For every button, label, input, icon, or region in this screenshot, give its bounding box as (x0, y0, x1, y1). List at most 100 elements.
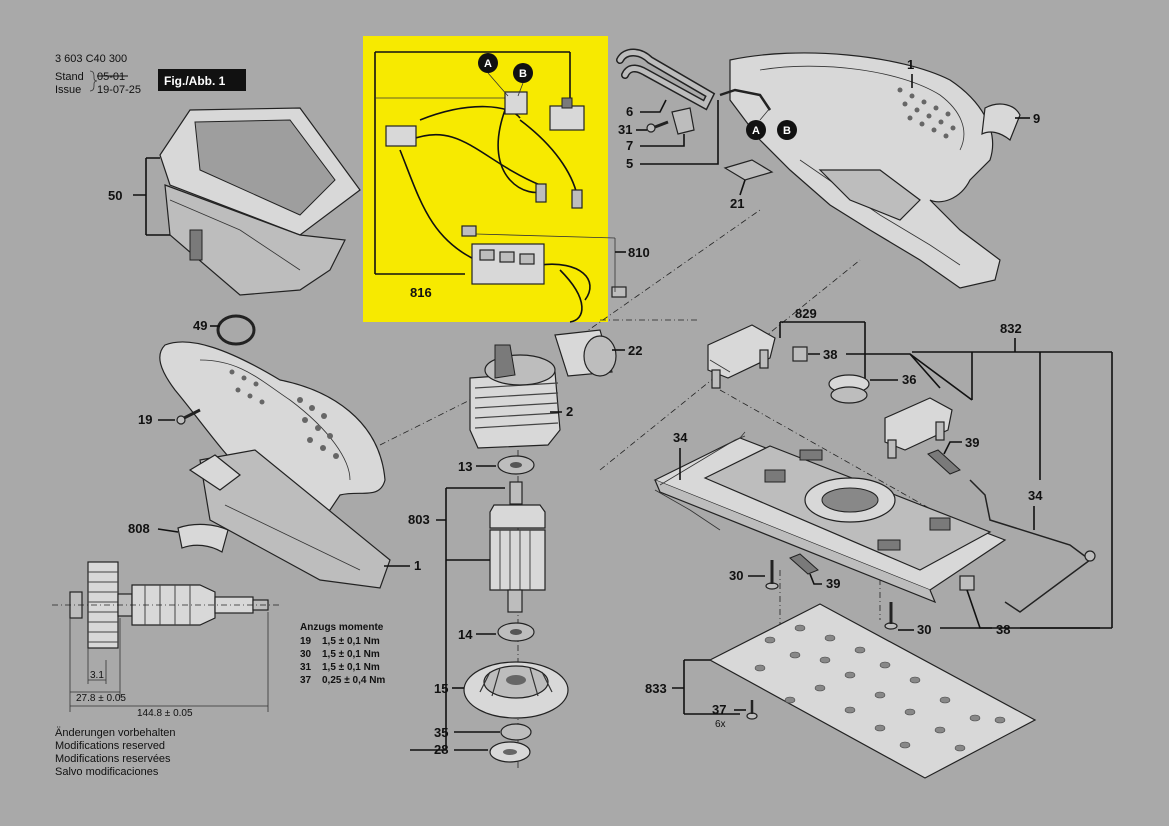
label-21: 21 (730, 196, 744, 211)
clamp-829 (707, 324, 776, 389)
base-plate (653, 437, 1007, 604)
label-816: 816 (410, 285, 432, 300)
carbon-brush (611, 286, 627, 298)
torque-part: 30 (300, 649, 312, 660)
dim-27-8: 27.8 ± 0.05 (76, 693, 126, 704)
fig-label: Fig./Abb. 1 (164, 74, 226, 88)
carbon-brush (461, 225, 477, 237)
armature-dimension-drawing (52, 561, 280, 712)
washer-35 (500, 723, 532, 741)
cable-6 (616, 48, 716, 111)
label-5: 5 (626, 156, 633, 171)
connector-plug (549, 105, 585, 131)
callout-a-right (746, 120, 766, 140)
label-31: 31 (618, 122, 632, 137)
note-en: Modifications reserved (55, 740, 165, 752)
motor-field-2 (469, 344, 561, 449)
label-22: 22 (628, 343, 642, 358)
cube-38-b (959, 575, 975, 591)
label-808: 808 (128, 521, 150, 536)
suppressor-22 (554, 329, 617, 377)
qty-6x: 6x (715, 719, 726, 730)
housing-right (729, 52, 1001, 289)
label-15: 15 (434, 681, 448, 696)
cube-38 (792, 346, 808, 362)
brace-mark (89, 70, 98, 92)
note-de: Änderungen vorbehalten (55, 727, 175, 739)
label-50: 50 (108, 188, 122, 203)
wire (409, 133, 541, 186)
torque-title: Anzugs momente (300, 622, 384, 633)
screw-31 (646, 120, 669, 133)
label-34-left: 34 (673, 430, 688, 445)
torque-value: 1,5 ± 0,1 Nm (322, 636, 380, 647)
part-21 (723, 159, 774, 181)
label-2: 2 (566, 404, 573, 419)
torque-table: Anzugs momente 19 1,5 ± 0,1 Nm 30 1,5 ± … (300, 622, 385, 686)
torque-part: 31 (300, 662, 312, 673)
label-829: 829 (795, 306, 817, 321)
bearing-14 (497, 622, 535, 642)
wire (539, 263, 591, 301)
screw-30 (765, 560, 779, 590)
header: 3 603 C40 300 Stand 05-01 Issue 19-07-25… (55, 53, 246, 96)
torque-part: 19 (300, 636, 312, 647)
torque-part: 37 (300, 675, 312, 686)
callout-b-right-label: B (783, 125, 791, 137)
sanding-sheet-833 (708, 603, 1037, 779)
screw-19 (176, 408, 201, 425)
note-es: Salvo modificaciones (55, 766, 159, 778)
label-36: 36 (902, 372, 916, 387)
label-39-top: 39 (965, 435, 979, 450)
label-49: 49 (193, 318, 207, 333)
screw-37 (746, 700, 758, 720)
fan-15 (463, 661, 569, 719)
dim-3-1: 3.1 (90, 670, 104, 681)
label-38-bottom: 38 (996, 622, 1010, 637)
label-13: 13 (458, 459, 472, 474)
torque-value: 1,5 ± 0,1 Nm (322, 649, 380, 660)
issue-label: Issue (55, 84, 81, 96)
wire (559, 269, 583, 323)
fig-badge (158, 69, 246, 91)
callout-a-label: A (484, 58, 492, 70)
label-19: 19 (138, 412, 152, 427)
callout-a-right-label: A (752, 125, 760, 137)
stand-label: Stand (55, 71, 84, 83)
label-30-left: 30 (729, 568, 743, 583)
callout-b (513, 63, 533, 83)
screw-30-b (884, 602, 898, 630)
stand-value: 05-01 (97, 71, 125, 83)
part-39-b (789, 553, 819, 575)
grommet-36 (828, 374, 870, 404)
label-833: 833 (645, 681, 667, 696)
bearing-13 (497, 455, 535, 475)
label-28: 28 (434, 742, 448, 757)
label-37: 37 (712, 702, 726, 717)
modification-notes: Änderungen vorbehalten Modifications res… (55, 727, 175, 778)
terminal-block (504, 91, 528, 115)
wire (399, 149, 481, 263)
label-832: 832 (1000, 321, 1022, 336)
label-810: 810 (628, 245, 650, 260)
label-35: 35 (434, 725, 448, 740)
label-34-right: 34 (1028, 488, 1043, 503)
dim-144-8: 144.8 ± 0.05 (137, 708, 193, 719)
doc-number: 3 603 C40 300 (55, 53, 127, 65)
note-fr: Modifications reservées (55, 753, 171, 765)
label-6: 6 (626, 104, 633, 119)
part-9 (981, 103, 1021, 141)
callout-b-label: B (519, 68, 527, 80)
label-1-left: 1 (414, 558, 421, 573)
callout-a (478, 53, 498, 73)
label-9: 9 (1033, 111, 1040, 126)
label-803: 803 (408, 512, 430, 527)
label-14: 14 (458, 627, 473, 642)
clamp-829-b (884, 397, 953, 459)
callout-b-right (777, 120, 797, 140)
armature-803 (489, 481, 546, 613)
torque-value: 0,25 ± 0,4 Nm (322, 675, 385, 686)
o-ring-49 (216, 314, 256, 346)
label-30-right: 30 (917, 622, 931, 637)
